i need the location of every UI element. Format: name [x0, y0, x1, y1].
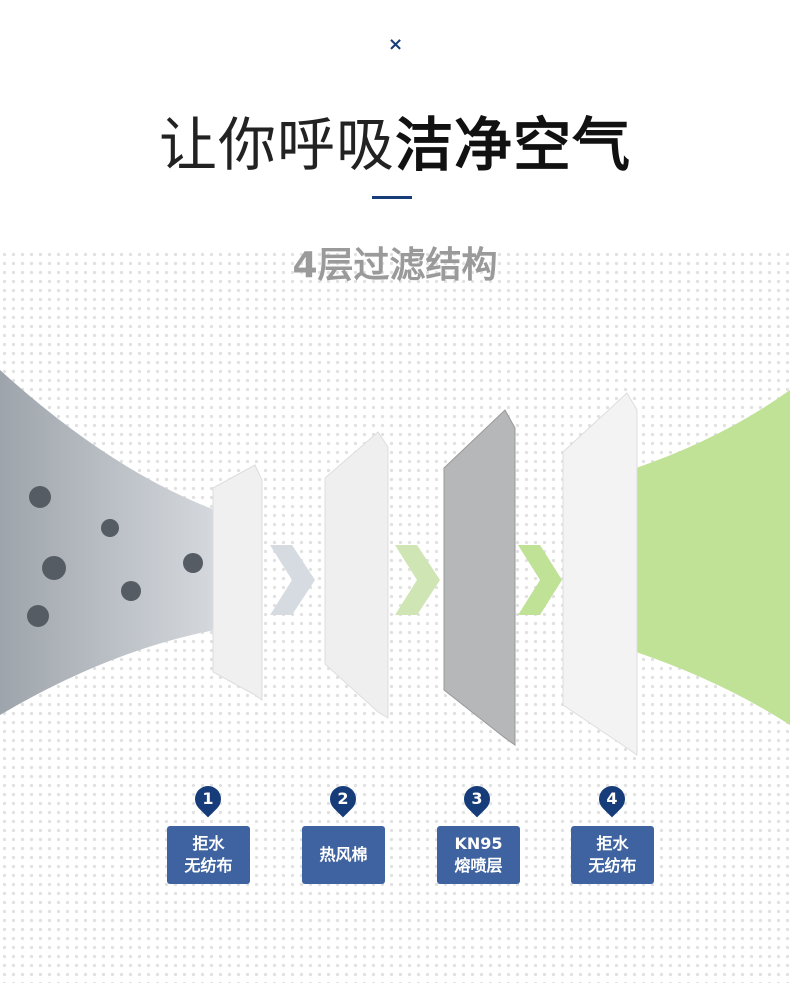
layer-number: 2: [337, 789, 349, 808]
layer-4-pin-icon: 4: [593, 780, 631, 818]
chevron-icon: [518, 545, 562, 615]
page-title: 让你呼吸洁净空气: [0, 98, 790, 182]
label-line: KN95: [454, 834, 503, 853]
layer-1-label: 拒水无纺布: [167, 826, 250, 884]
label-line: 拒水: [596, 834, 629, 853]
chevron-icon: [395, 545, 440, 615]
layer-4-panel: [562, 392, 638, 756]
divider: [372, 196, 412, 199]
layer-3-pin-icon: 3: [458, 780, 496, 818]
label-line: 无纺布: [184, 856, 233, 875]
layer-1-panel: [212, 464, 263, 701]
label-line: 拒水: [192, 834, 225, 853]
label-line: 热风棉: [319, 845, 368, 864]
layer-number: 3: [471, 789, 483, 808]
chevron-icon: [270, 545, 315, 615]
title-light: 让你呼吸: [158, 111, 395, 179]
subtitle: 4层过滤结构: [292, 245, 498, 286]
virus-particles: [27, 486, 203, 627]
layer-2-panel: [324, 431, 389, 719]
filter-layers: [212, 392, 638, 756]
layer-1-pin-icon: 1: [189, 780, 227, 818]
layer-2-label: 热风棉: [302, 826, 385, 884]
polluted-air: [0, 370, 215, 715]
layer-3-panel: [443, 409, 516, 746]
layer-3-label: KN95 熔喷层: [437, 826, 520, 884]
chevrons: [270, 545, 562, 615]
clean-air: [630, 390, 790, 725]
label-line: 熔喷层: [454, 856, 503, 875]
close-mark: ×: [388, 34, 404, 55]
layer-number: 4: [606, 789, 618, 808]
layer-number: 1: [202, 789, 214, 808]
label-line: 无纺布: [588, 856, 637, 875]
layer-4-label: 拒水无纺布: [571, 826, 654, 884]
layer-2-pin-icon: 2: [324, 780, 362, 818]
title-bold: 洁净空气: [395, 111, 632, 179]
